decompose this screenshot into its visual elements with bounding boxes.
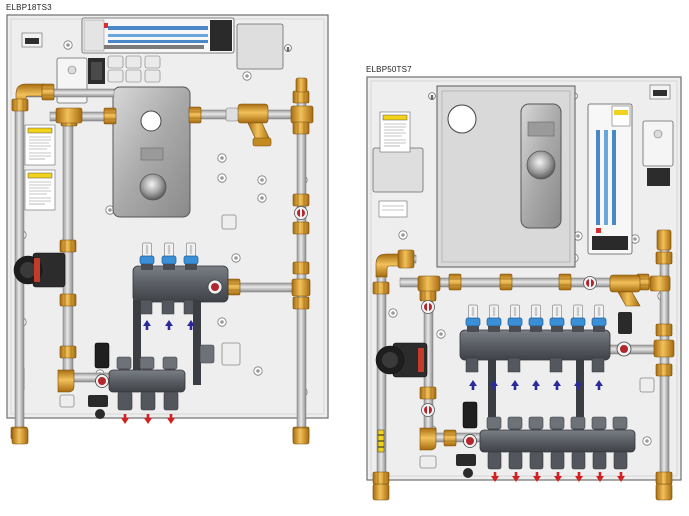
shutoff-valve-icon: [421, 403, 435, 417]
shutoff-valve-icon: [421, 300, 435, 314]
drain-valve-icon: [456, 401, 478, 478]
relay-box-icon: [642, 120, 674, 186]
cutout-outline: [419, 455, 437, 469]
junction-box: [372, 147, 424, 193]
terminal-block-icon: [21, 32, 43, 48]
junction-box: [236, 23, 284, 70]
cutout-outline: [221, 342, 241, 366]
label-sticker: [24, 124, 56, 166]
panel-elbp18ts3: [6, 14, 329, 445]
return-manifold: [479, 416, 636, 470]
label-sticker: [379, 111, 411, 153]
shutoff-valve-icon: [583, 276, 597, 290]
label-sticker: [378, 200, 408, 218]
electric-boiler: [436, 85, 576, 268]
panel-label-left: ELBP18TS3: [6, 3, 52, 12]
warning-strip-icon: [377, 429, 385, 453]
cutout-outline: [221, 214, 237, 230]
cutout-outline: [59, 394, 75, 408]
electric-boiler: [112, 86, 191, 218]
panel-elbp50ts7: [366, 76, 682, 501]
mixing-valve-icon: [616, 341, 632, 357]
terminal-sockets: [107, 55, 161, 83]
strainer-icon: [237, 103, 272, 147]
pump-icon: [13, 252, 66, 288]
return-manifold: [108, 356, 186, 411]
strainer-icon: [609, 274, 641, 307]
supply-manifold: [459, 304, 632, 373]
cutout-outline: [639, 377, 655, 393]
pipe: [296, 89, 307, 431]
shutoff-valve-icon: [294, 206, 308, 220]
label-sticker: [24, 169, 56, 211]
mixing-valve-icon: [207, 279, 223, 295]
drain-valve-icon: [88, 342, 110, 419]
terminal-block-icon: [649, 84, 671, 100]
controller-icon: [587, 103, 633, 255]
pump-icon: [375, 342, 428, 378]
controller-icon: [81, 17, 235, 54]
panel-label-right: ELBP50TS7: [366, 65, 412, 74]
